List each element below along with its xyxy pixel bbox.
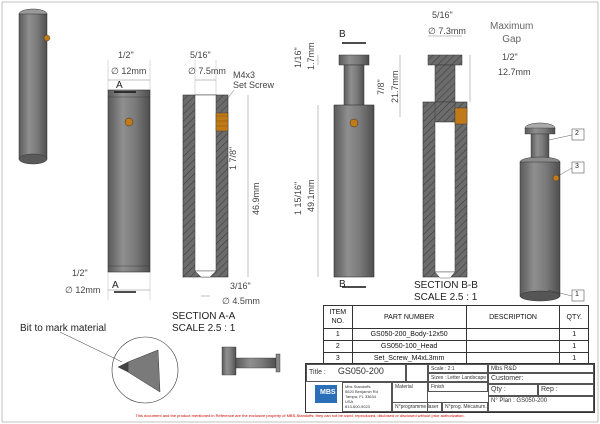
detail-bit bbox=[59, 331, 281, 404]
iso-view-body bbox=[18, 8, 51, 165]
set-screw-assembly bbox=[349, 118, 359, 128]
bore-in: 5/16" bbox=[190, 50, 211, 60]
bom-cell bbox=[465, 328, 561, 341]
title-value: GS050-200 bbox=[337, 366, 384, 376]
table-row: 1 GS050-200_Body-12x50 1 bbox=[323, 328, 589, 341]
bom-cell: GS050-100_Head bbox=[351, 340, 467, 353]
bom-header-row: ITEM NO. PART NUMBER DESCRIPTION QTY. bbox=[323, 305, 589, 329]
finish-cell: Finish bbox=[428, 382, 488, 392]
set-screw-section bbox=[215, 112, 229, 132]
bom-cell: 2 bbox=[323, 340, 353, 353]
bom-cell: GS050-200_Body-12x50 bbox=[351, 328, 467, 341]
bom-header-item: ITEM NO. bbox=[323, 305, 353, 329]
tip-in: 3/16" bbox=[230, 281, 251, 291]
depth-mm: 46.9mm bbox=[251, 182, 261, 215]
section-a-title: SECTION A-A bbox=[172, 311, 236, 322]
qty-cell: Qty : bbox=[488, 384, 538, 396]
section-b-b bbox=[399, 35, 471, 279]
company-address: Mbs Standoffs 5620 Benjamin Rd Tampa, FL… bbox=[342, 382, 392, 412]
front-view-body bbox=[107, 60, 151, 300]
table-row: 2 GS050-100_Head 1 bbox=[323, 340, 589, 353]
gap-in: 1/2" bbox=[502, 52, 518, 62]
sec-b-len-in: 7/8" bbox=[376, 79, 386, 95]
section-b-title: SECTION B-B bbox=[414, 280, 478, 291]
bom-header-qty: QTY. bbox=[559, 305, 589, 329]
balloon-2-box bbox=[571, 128, 585, 141]
head-dia-in: 5/16" bbox=[432, 10, 453, 20]
head-dia-mm: ∅ 7.3mm bbox=[428, 26, 466, 36]
bom-cell: 1 bbox=[323, 328, 353, 341]
bottom-dia-in: 1/2" bbox=[72, 268, 88, 278]
gap-mm: 12.7mm bbox=[498, 67, 531, 77]
logo-text: MBS bbox=[320, 389, 336, 396]
copyright-footer: This document and the product mentioned … bbox=[135, 413, 465, 418]
depth-in: 1 7/8" bbox=[228, 146, 238, 170]
max-gap-title: Maximum Gap bbox=[490, 21, 534, 45]
head-len-in: 1/16" bbox=[293, 47, 303, 68]
cut-mark-b-top: B bbox=[339, 29, 346, 40]
bom-table: ITEM NO. PART NUMBER DESCRIPTION QTY. 1 … bbox=[323, 305, 589, 365]
title-block: Title : GS050-200 Scale : 2:1 Sizes : Le… bbox=[305, 363, 595, 413]
plan-cell: N° Plan : GS050-200 bbox=[488, 396, 594, 412]
top-dia-mm: ∅ 12mm bbox=[111, 66, 147, 76]
set-screw-callout: M4x3 Set Screw bbox=[233, 70, 275, 90]
iso-view-assembly bbox=[519, 122, 585, 302]
section-a-a bbox=[182, 60, 249, 297]
cut-mark-a-bottom: A bbox=[112, 280, 119, 291]
set-screw-front bbox=[124, 117, 134, 127]
bom-header-desc: DESCRIPTION bbox=[465, 305, 561, 329]
cut-mark-b-bottom: B bbox=[339, 279, 346, 290]
cut-mark-a-top: A bbox=[116, 80, 123, 91]
projection-symbol bbox=[406, 364, 428, 382]
title-label: Title : bbox=[309, 369, 326, 376]
bom-cell: 1 bbox=[559, 328, 589, 341]
customer-cell: Customer: bbox=[488, 373, 594, 384]
sizes-cell: Sizes : Letter Landscape bbox=[428, 373, 488, 382]
set-screw-iso bbox=[43, 34, 51, 42]
sec-b-len-mm: 21.7mm bbox=[390, 70, 400, 103]
front-view-assembly bbox=[317, 42, 375, 288]
rep-cell: Rep : bbox=[538, 384, 594, 396]
body-in: 1 15/16" bbox=[293, 181, 303, 215]
detail-label: Bit to mark material bbox=[20, 323, 107, 334]
balloon-3: 3 bbox=[575, 163, 579, 170]
dept-cell: Mbs R&D bbox=[488, 364, 594, 373]
tip-mm: ∅ 4.5mm bbox=[222, 296, 260, 306]
balloon-2: 2 bbox=[575, 130, 579, 137]
bom-cell bbox=[465, 340, 561, 353]
top-dia-in: 1/2" bbox=[118, 50, 134, 60]
bom-cell: 1 bbox=[559, 340, 589, 353]
balloon-1: 1 bbox=[575, 291, 579, 298]
company-logo bbox=[315, 385, 337, 403]
balloon-3-box bbox=[571, 161, 585, 174]
head-len-mm: 1.7mm bbox=[306, 42, 316, 70]
programmer-cell: N°programme laser bbox=[392, 402, 442, 412]
table-row: 3 Set_Screw_M4xL3mm 1 bbox=[323, 352, 589, 365]
bom-header-part: PART NUMBER bbox=[351, 305, 467, 329]
scale-cell: Scale : 2:1 bbox=[428, 364, 488, 373]
set-screw-section-b bbox=[454, 107, 468, 125]
body-mm: 49.1mm bbox=[306, 179, 316, 212]
bottom-dia-mm: ∅ 12mm bbox=[65, 285, 101, 295]
title-cell: Title : GS050-200 bbox=[306, 364, 406, 382]
section-b-scale: SCALE 2.5 : 1 bbox=[414, 292, 478, 303]
prog-cell: N°prog. Mécanum. bbox=[442, 402, 488, 412]
section-a-scale: SCALE 2.5 : 1 bbox=[172, 323, 236, 334]
bore-mm: ∅ 7.5mm bbox=[188, 66, 226, 76]
balloon-1-box bbox=[571, 289, 585, 302]
